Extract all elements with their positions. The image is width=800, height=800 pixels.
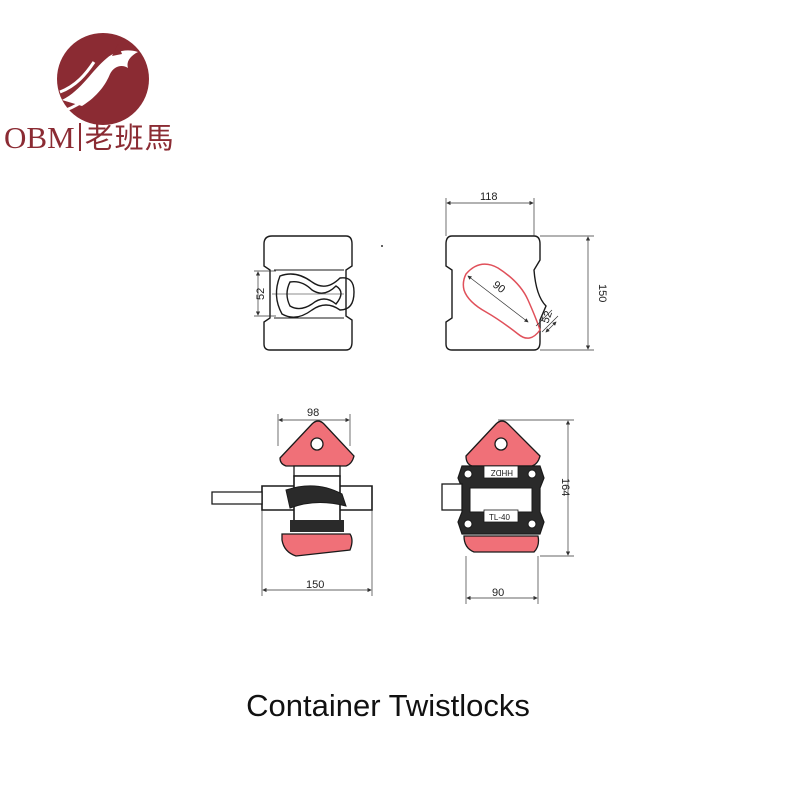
bottom-right-bolt-br	[527, 519, 537, 529]
bottom-left-lever	[285, 485, 347, 509]
logo-wordmark: OBM 老班馬	[4, 118, 175, 158]
bottom-left-bottom-dim: 150	[306, 579, 324, 591]
bottom-right-plate-upper	[483, 465, 519, 479]
bottom-right-cone-hole	[494, 437, 508, 451]
bottom-right-bolt-tr	[527, 469, 537, 479]
top-right-view	[445, 235, 547, 351]
top-right-height-dim: 150	[596, 284, 608, 302]
top-right-body	[445, 235, 547, 351]
bottom-left-lower-body	[290, 520, 344, 532]
top-right-slot-width: 52	[540, 309, 555, 325]
top-right-red-slot	[462, 263, 541, 339]
logo-brand-latin: OBM	[4, 120, 75, 155]
top-left-body	[263, 235, 353, 351]
bottom-left-cone-hole	[310, 437, 324, 451]
bottom-left-neck	[293, 465, 341, 477]
top-left-view	[263, 235, 355, 351]
bottom-right-dimensions	[465, 419, 574, 604]
bottom-right-plate-lower	[483, 509, 519, 523]
caption-title: Container Twistlocks	[246, 688, 530, 723]
top-left-bowtie-inner	[286, 280, 342, 310]
bottom-left-handle	[211, 491, 263, 505]
bottom-right-bottom-cone	[463, 535, 540, 553]
bottom-right-height-dim: 164	[559, 478, 571, 496]
drawing-dot-mark	[381, 245, 383, 247]
bottom-right-bolt-tl	[463, 469, 473, 479]
bottom-right-center-slot	[469, 487, 533, 513]
top-right-slot-length: 90	[490, 279, 507, 296]
horse-logo-emblem	[57, 33, 149, 125]
bottom-left-dimensions	[261, 414, 373, 596]
bottom-left-view	[211, 420, 373, 557]
top-left-width-dim: 52	[255, 288, 267, 300]
bottom-right-bottom-dim: 90	[492, 587, 504, 599]
bottom-right-plate-lower-label: TL-40	[489, 513, 510, 522]
top-left-bowtie-outer	[275, 273, 355, 318]
bottom-right-view: HHDZ TL-40	[441, 420, 545, 553]
bottom-left-bottom-cone	[281, 533, 353, 557]
top-left-dimension	[254, 270, 276, 317]
top-right-dimensions	[445, 198, 594, 351]
bottom-right-bolt-bl	[463, 519, 473, 529]
logo-brand-cjk: 老班馬	[84, 121, 175, 155]
logo-divider	[78, 123, 81, 151]
bottom-right-plate-upper-label: HHDZ	[491, 468, 513, 477]
bottom-right-handle	[441, 483, 463, 511]
bottom-left-top-dim: 98	[307, 407, 319, 419]
top-right-top-dim: 118	[480, 191, 498, 203]
